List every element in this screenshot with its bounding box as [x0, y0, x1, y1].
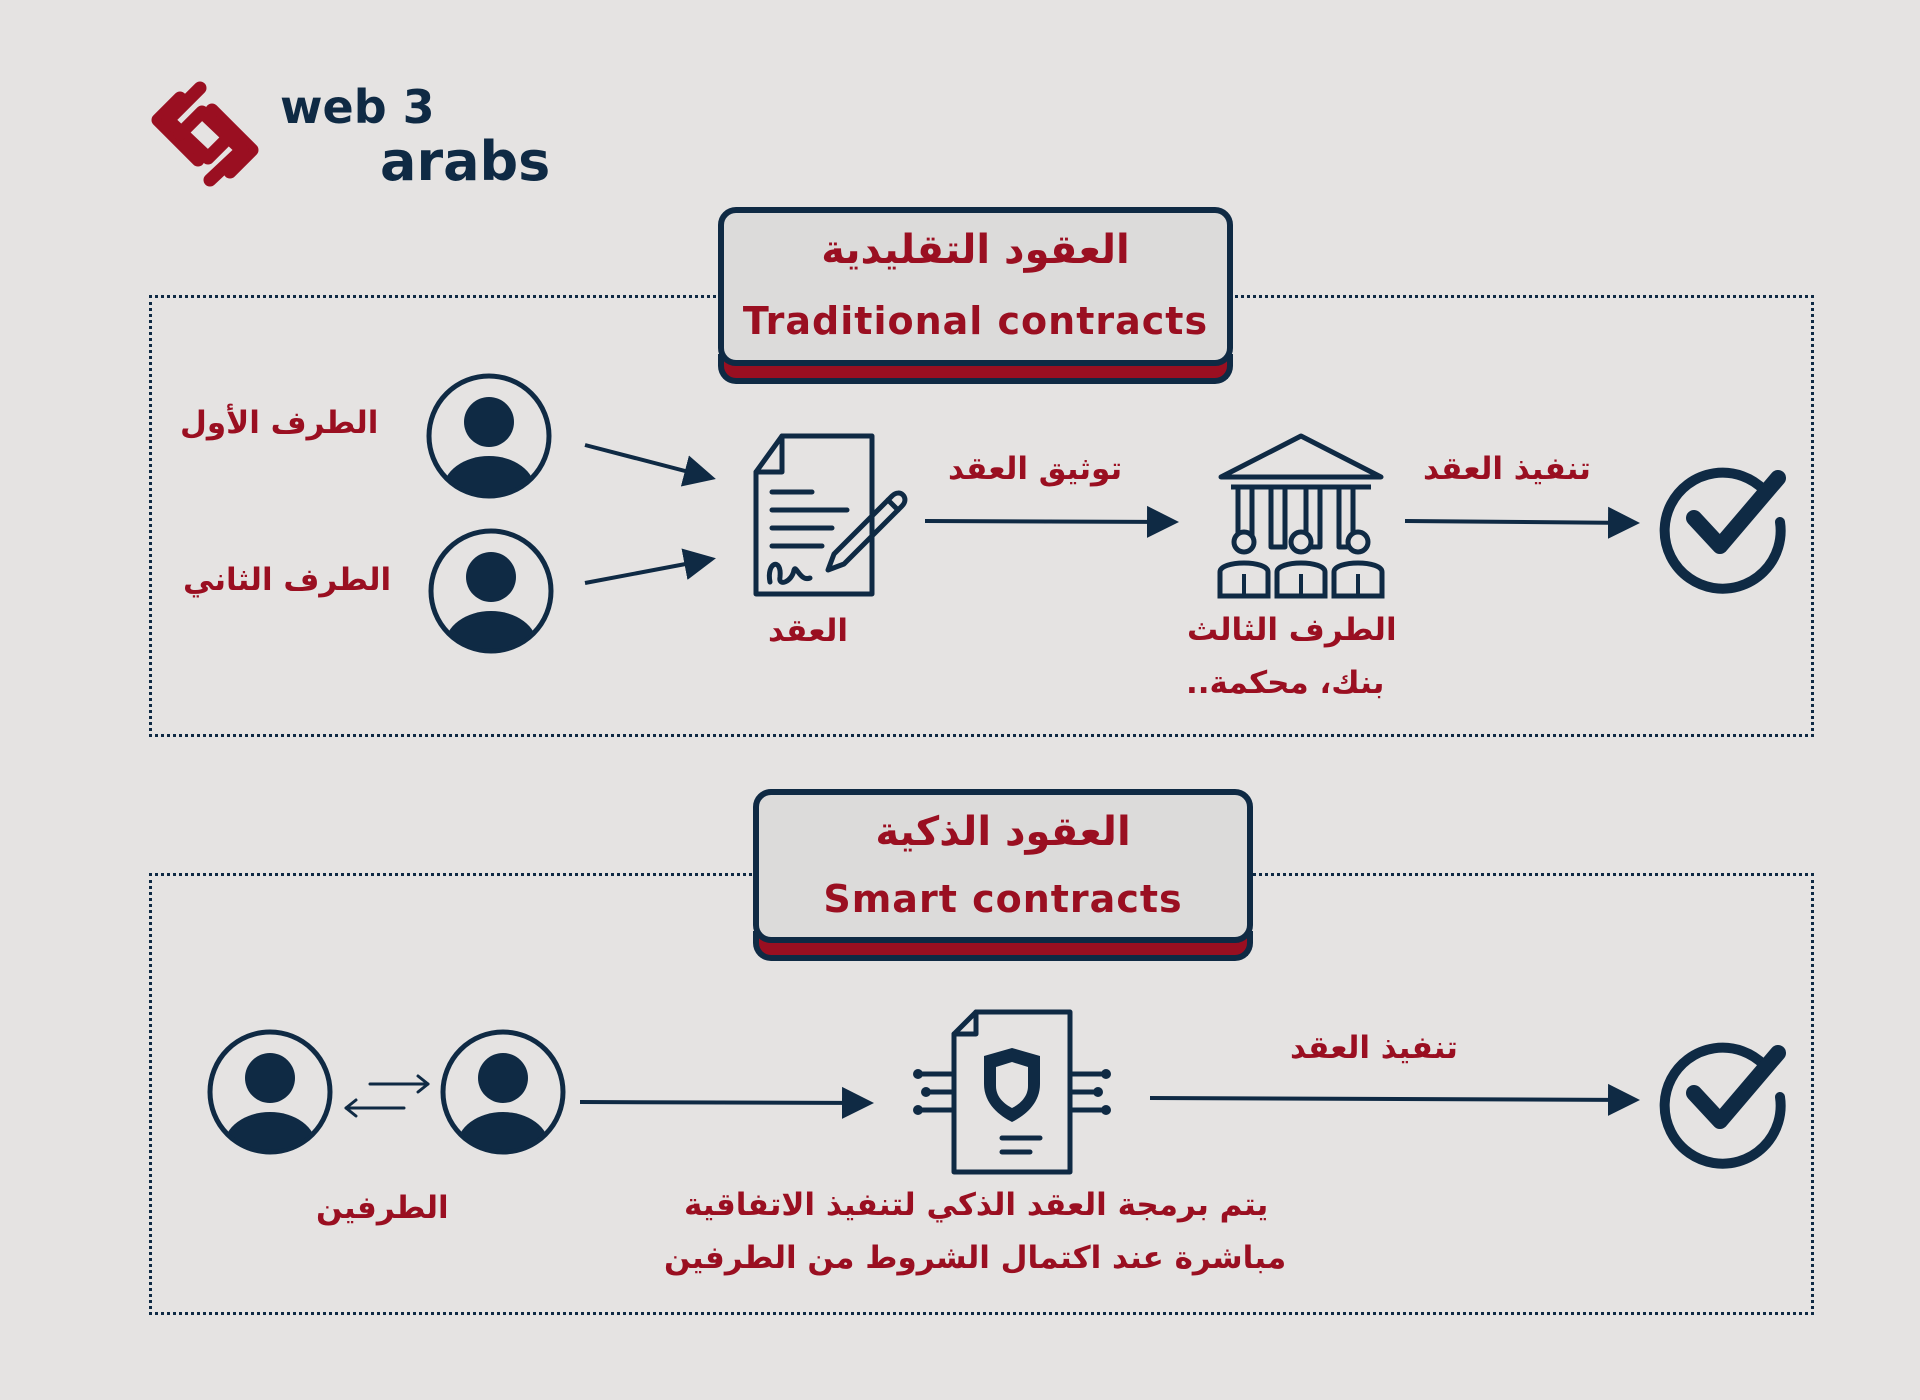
smart-description-line2: مباشرة عند اكتمال الشروط من الطرفين [664, 1240, 1287, 1276]
user-icon [426, 373, 552, 499]
smart-description-line1: يتم برمجة العقد الذكي لتنفيذ الاتفاقية [684, 1187, 1269, 1223]
third-party-examples: بنك، محكمة.. [1186, 665, 1385, 701]
user-icon [440, 1029, 566, 1155]
logo-mark-icon [151, 81, 259, 187]
user-icon [207, 1029, 333, 1155]
logo-text-bottom: arabs [380, 130, 551, 193]
execute-label-traditional: تنفيذ العقد [1423, 451, 1591, 487]
contract-label: العقد [768, 613, 848, 649]
smart-title-card: العقود الذكية Smart contracts [753, 789, 1253, 961]
bank-icon [1217, 433, 1385, 599]
traditional-title-card: العقود التقليدية Traditional contracts [718, 207, 1233, 384]
execute-label-smart: تنفيذ العقد [1290, 1030, 1458, 1066]
user-icon [428, 528, 554, 654]
smart-contract-icon [913, 1009, 1111, 1175]
logo-text-top: web 3 [280, 80, 435, 134]
contract-icon [753, 433, 908, 597]
exchange-arrows-icon [344, 1074, 430, 1118]
party-one-label: الطرف الأول [180, 405, 379, 441]
smart-title-en: Smart contracts [823, 877, 1183, 921]
checkmark-icon [1659, 467, 1786, 594]
smart-title-ar: العقود الذكية [875, 809, 1131, 855]
notarize-label: توثيق العقد [948, 451, 1123, 487]
checkmark-icon [1659, 1042, 1786, 1169]
traditional-title-en: Traditional contracts [742, 299, 1209, 343]
traditional-title-ar: العقود التقليدية [821, 227, 1130, 273]
third-party-label: الطرف الثالث [1187, 612, 1397, 648]
parties-label: الطرفين [316, 1190, 449, 1226]
party-two-label: الطرف الثاني [183, 562, 392, 598]
logo: web 3 arabs [150, 80, 550, 193]
